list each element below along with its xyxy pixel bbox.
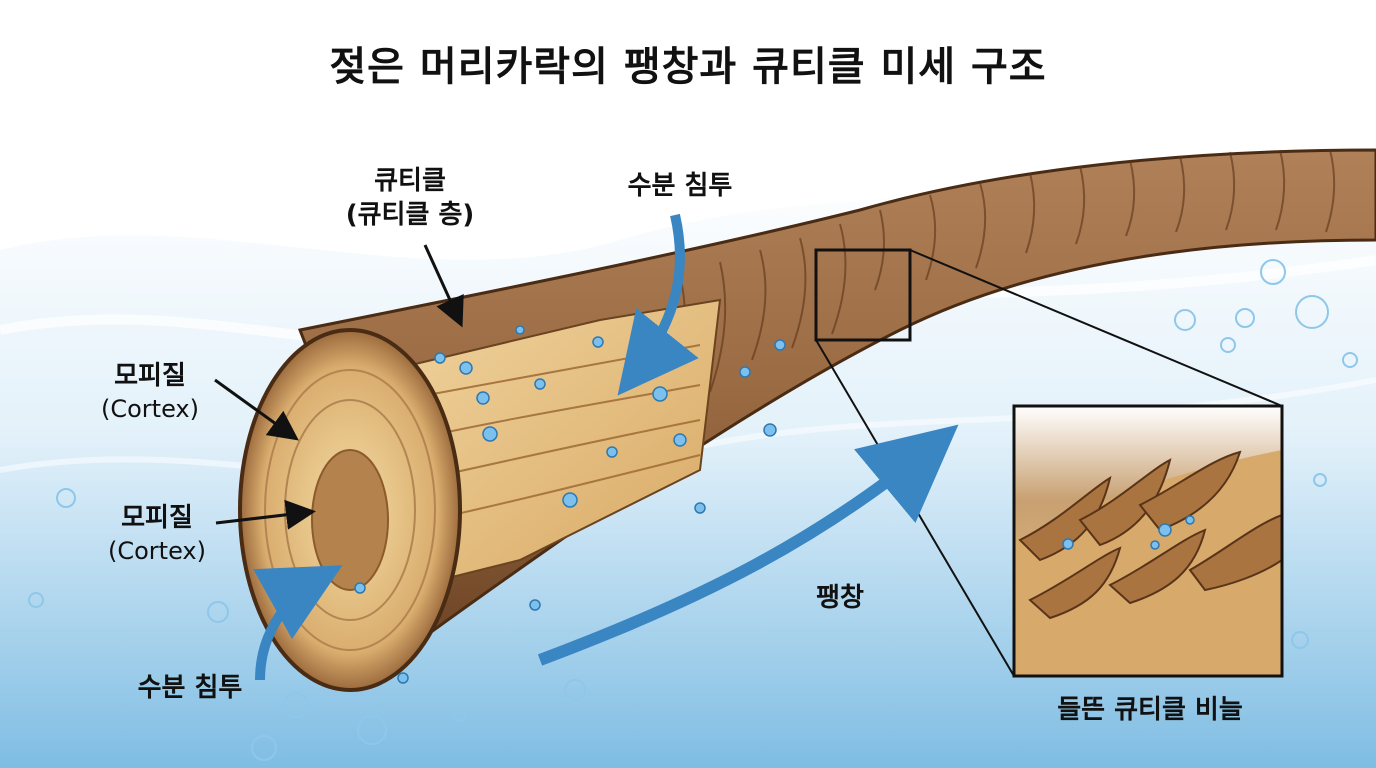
magnify-box: [814, 248, 912, 342]
water-in-arrow-bottom: [253, 565, 343, 681]
water-bubbles: [28, 259, 1358, 761]
label-swelling: 팽창: [816, 583, 864, 613]
cortex-outer-pointer: [214, 378, 299, 441]
label-cortex-outer-main: 모피질: [114, 361, 186, 391]
label-cortex-outer: 모피질 (Cortex): [85, 360, 215, 425]
label-cuticle: 큐티클 (큐티클 층): [330, 165, 490, 233]
label-water-top: 수분 침투: [627, 171, 733, 201]
label-cortex-inner-main: 모피질: [121, 503, 193, 533]
inset-panel: [1014, 406, 1282, 676]
label-lifted-scales: 들뜬 큐티클 비늘: [1057, 695, 1243, 725]
inset-frame: [1012, 404, 1284, 678]
page-title: 젖은 머리카락의 팽창과 큐티클 미세 구조: [329, 44, 1047, 90]
swelling-arrow: [537, 424, 959, 666]
label-cortex-inner-sub: (Cortex): [108, 536, 206, 565]
magnify-connector: [909, 249, 1283, 407]
cuticle-pointer: [423, 244, 464, 328]
label-cuticle-sub: (큐티클 층): [345, 199, 475, 230]
label-cortex-outer-sub: (Cortex): [101, 394, 199, 423]
medulla-core: [311, 449, 389, 591]
label-water-bottom: 수분 침투: [137, 673, 243, 703]
water-droplets: [354, 325, 786, 684]
cortex-inner-pointer: [215, 499, 316, 530]
label-cortex-inner: 모피질 (Cortex): [92, 502, 222, 567]
label-cuticle-main: 큐티클: [374, 166, 446, 196]
cross-section-ring: [264, 369, 436, 651]
water-in-arrow-top: [617, 213, 699, 396]
